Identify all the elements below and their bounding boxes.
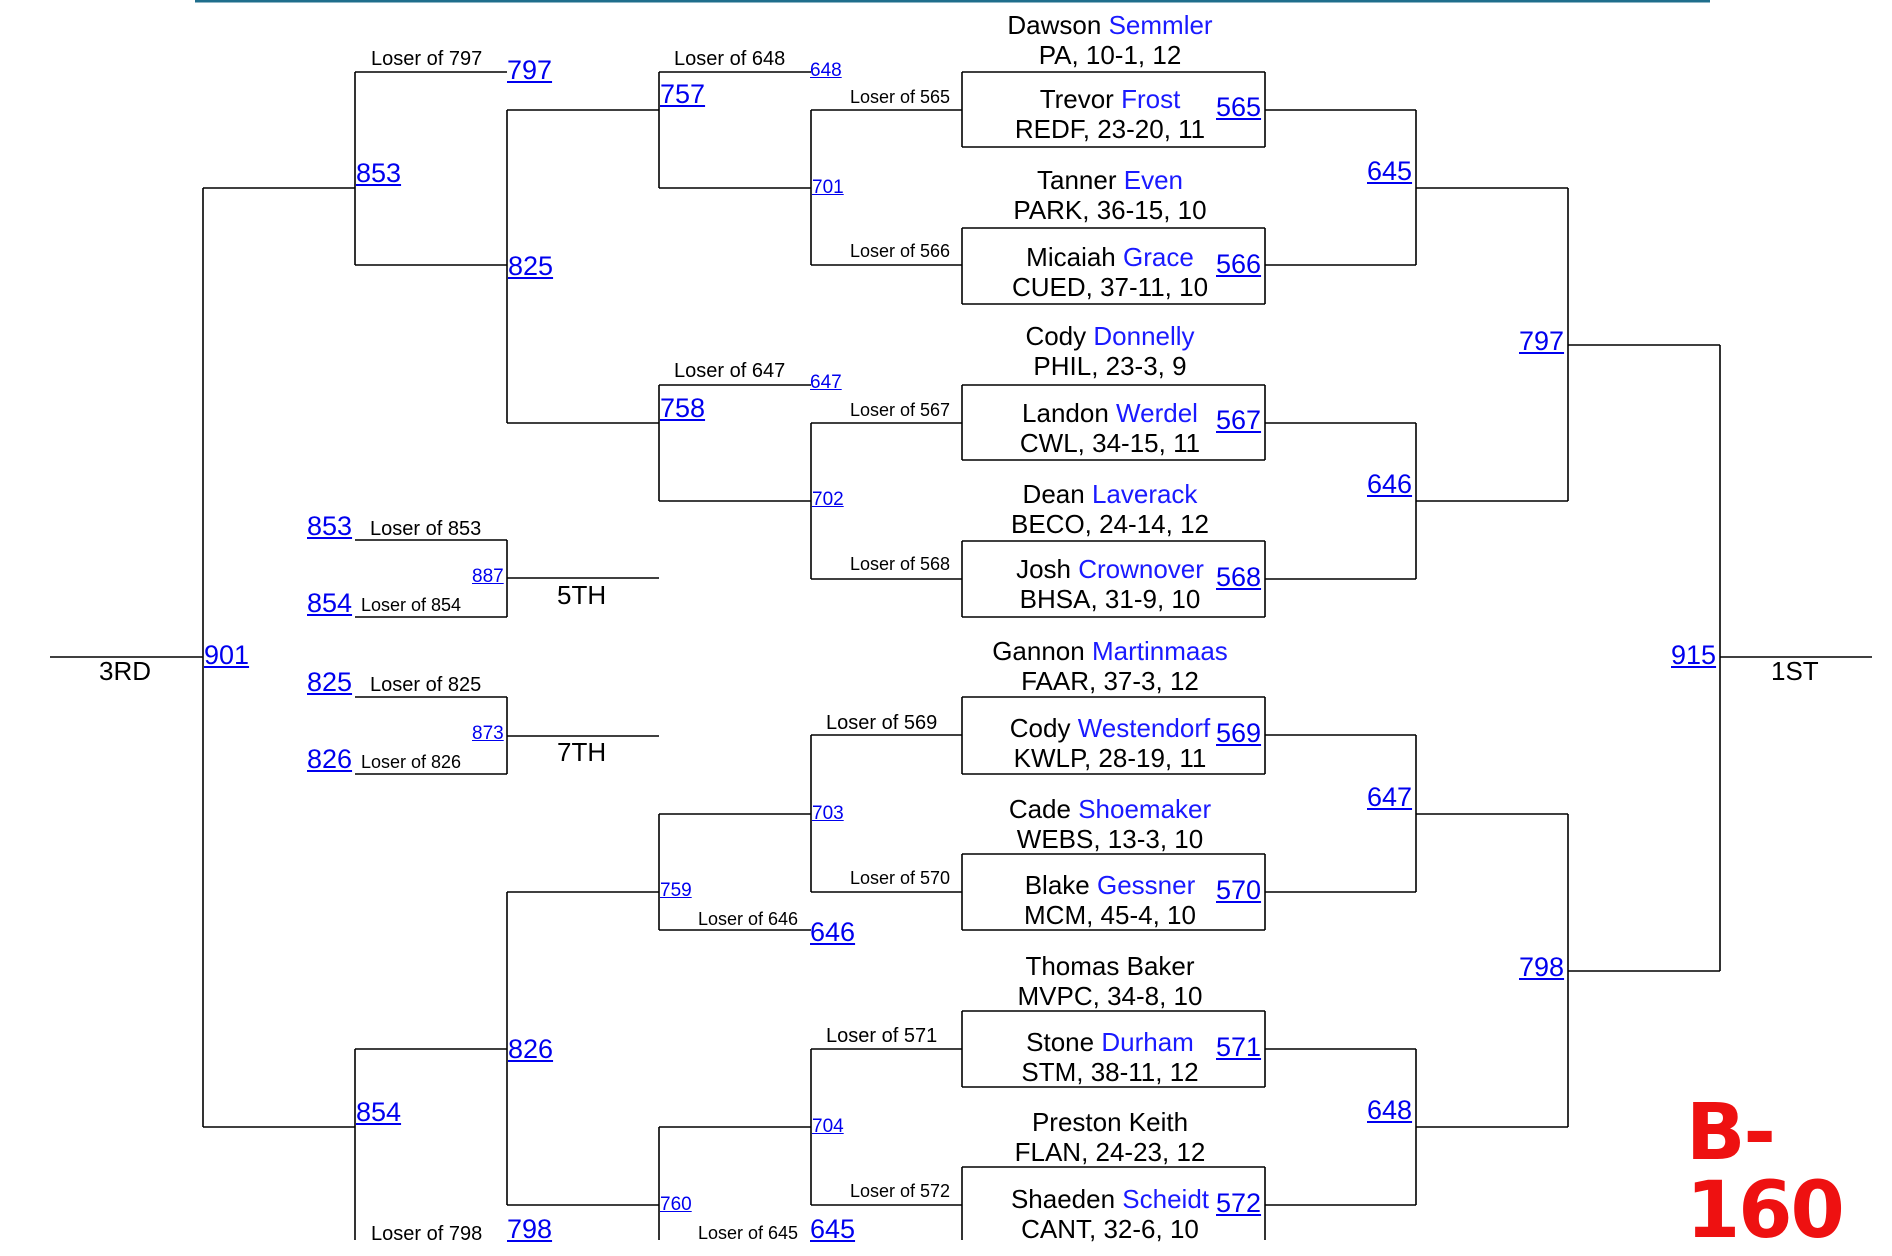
wrestler-3: Tanner Even PARK, 36-15, 10 [1013,165,1207,225]
bout-567-link[interactable]: 567 [1216,405,1262,435]
wrestler-15: Preston Keith FLAN, 24-23, 12 [1014,1107,1206,1167]
wrestler-11: Cade Shoemaker WEBS, 13-3, 10 [1008,794,1212,854]
bracket-weight-tag: B-160 [1686,1088,1845,1256]
bout-645-consolation-link[interactable]: 645 [810,1214,856,1244]
wrestler-13: Thomas Baker MVPC, 34-8, 10 [1017,951,1203,1011]
loser-798-label: Loser of 798 [371,1223,483,1245]
loser-569-label: Loser of 569 [826,712,938,734]
wrestler-10: Cody Westendorf KWLP, 28-19, 11 [1009,713,1211,773]
loser-646-label: Loser of 646 [698,909,799,929]
bout-647-small-link[interactable]: 647 [810,372,842,393]
bout-853-link[interactable]: 853 [356,158,402,188]
bout-797-consolation-link[interactable]: 797 [507,55,553,85]
bout-701-link[interactable]: 701 [812,177,844,198]
bout-645-link[interactable]: 645 [1367,156,1413,186]
loser-568-label: Loser of 568 [850,554,951,574]
bout-757-link[interactable]: 757 [660,79,706,109]
bout-648-link[interactable]: 648 [1367,1095,1413,1125]
bout-569-link[interactable]: 569 [1216,718,1262,748]
loser-567-label: Loser of 567 [850,400,951,420]
loser-854-label: Loser of 854 [361,595,462,615]
first-place-label: 1ST [1771,656,1819,686]
bout-826-seventh-link[interactable]: 826 [307,744,353,774]
wrestler-2: Trevor Frost REDF, 23-20, 11 [1014,84,1206,144]
bout-565-link[interactable]: 565 [1216,92,1262,122]
wrestler-9: Gannon Martinmaas FAAR, 37-3, 12 [992,636,1228,696]
third-place-label: 3RD [99,656,152,686]
loser-853-label: Loser of 853 [370,518,482,540]
wrestler-6: Landon Werdel CWL, 34-15, 11 [1019,398,1201,458]
bout-570-link[interactable]: 570 [1216,875,1262,905]
bout-825-link[interactable]: 825 [508,251,554,281]
loser-645-label: Loser of 645 [698,1223,799,1243]
loser-570-label: Loser of 570 [850,868,951,888]
bout-648-small-link[interactable]: 648 [810,60,842,81]
wrestler-7: Dean Laverack BECO, 24-14, 12 [1011,479,1209,539]
loser-565-label: Loser of 565 [850,87,951,107]
wrestler-14: Stone Durham STM, 38-11, 12 [1021,1027,1199,1087]
bout-646-consolation-link[interactable]: 646 [810,917,856,947]
loser-797-label: Loser of 797 [371,48,483,70]
wrestler-8: Josh Crownover BHSA, 31-9, 10 [1016,554,1204,614]
loser-571-label: Loser of 571 [826,1025,938,1047]
seventh-place-label: 7TH [557,737,607,767]
bout-759-link[interactable]: 759 [660,880,692,901]
bout-915-link[interactable]: 915 [1671,640,1717,670]
bout-797-semi-link[interactable]: 797 [1519,326,1565,356]
bout-646-link[interactable]: 646 [1367,469,1413,499]
bout-853-fifth-link[interactable]: 853 [307,511,353,541]
bout-798-consolation-link[interactable]: 798 [507,1214,553,1244]
loser-648-label: Loser of 648 [674,48,786,70]
bout-887-link[interactable]: 887 [472,566,504,587]
fifth-place-label: 5TH [557,580,607,610]
loser-826-label: Loser of 826 [361,752,462,772]
bout-854-fifth-link[interactable]: 854 [307,588,353,618]
wrestler-12: Blake Gessner MCM, 45-4, 10 [1024,870,1196,930]
bout-566-link[interactable]: 566 [1216,249,1262,279]
bout-568-link[interactable]: 568 [1216,562,1262,592]
bout-702-link[interactable]: 702 [812,489,844,510]
bout-704-link[interactable]: 704 [812,1116,844,1137]
bout-572-link[interactable]: 572 [1216,1188,1262,1218]
bout-798-semi-link[interactable]: 798 [1519,952,1565,982]
bout-825-seventh-link[interactable]: 825 [307,667,353,697]
loser-647-label: Loser of 647 [674,360,786,382]
bout-826-link[interactable]: 826 [508,1034,554,1064]
loser-566-label: Loser of 566 [850,241,951,261]
bout-760-link[interactable]: 760 [660,1194,692,1215]
bout-571-link[interactable]: 571 [1216,1032,1262,1062]
wrestler-4: Micaiah Grace CUED, 37-11, 10 [1011,242,1209,302]
bout-758-link[interactable]: 758 [660,393,706,423]
bout-901-link[interactable]: 901 [204,640,250,670]
wrestler-1: Dawson Semmler PA, 10-1, 12 [1007,10,1213,70]
bout-854-link[interactable]: 854 [356,1097,402,1127]
loser-825-label: Loser of 825 [370,674,482,696]
wrestler-16: Shaeden Scheidt CANT, 32-6, 10 [1010,1184,1210,1244]
loser-572-label: Loser of 572 [850,1181,951,1201]
bout-647-link[interactable]: 647 [1367,782,1413,812]
bout-703-link[interactable]: 703 [812,803,844,824]
bout-873-link[interactable]: 873 [472,723,504,744]
wrestler-5: Cody Donnelly PHIL, 23-3, 9 [1025,321,1195,381]
